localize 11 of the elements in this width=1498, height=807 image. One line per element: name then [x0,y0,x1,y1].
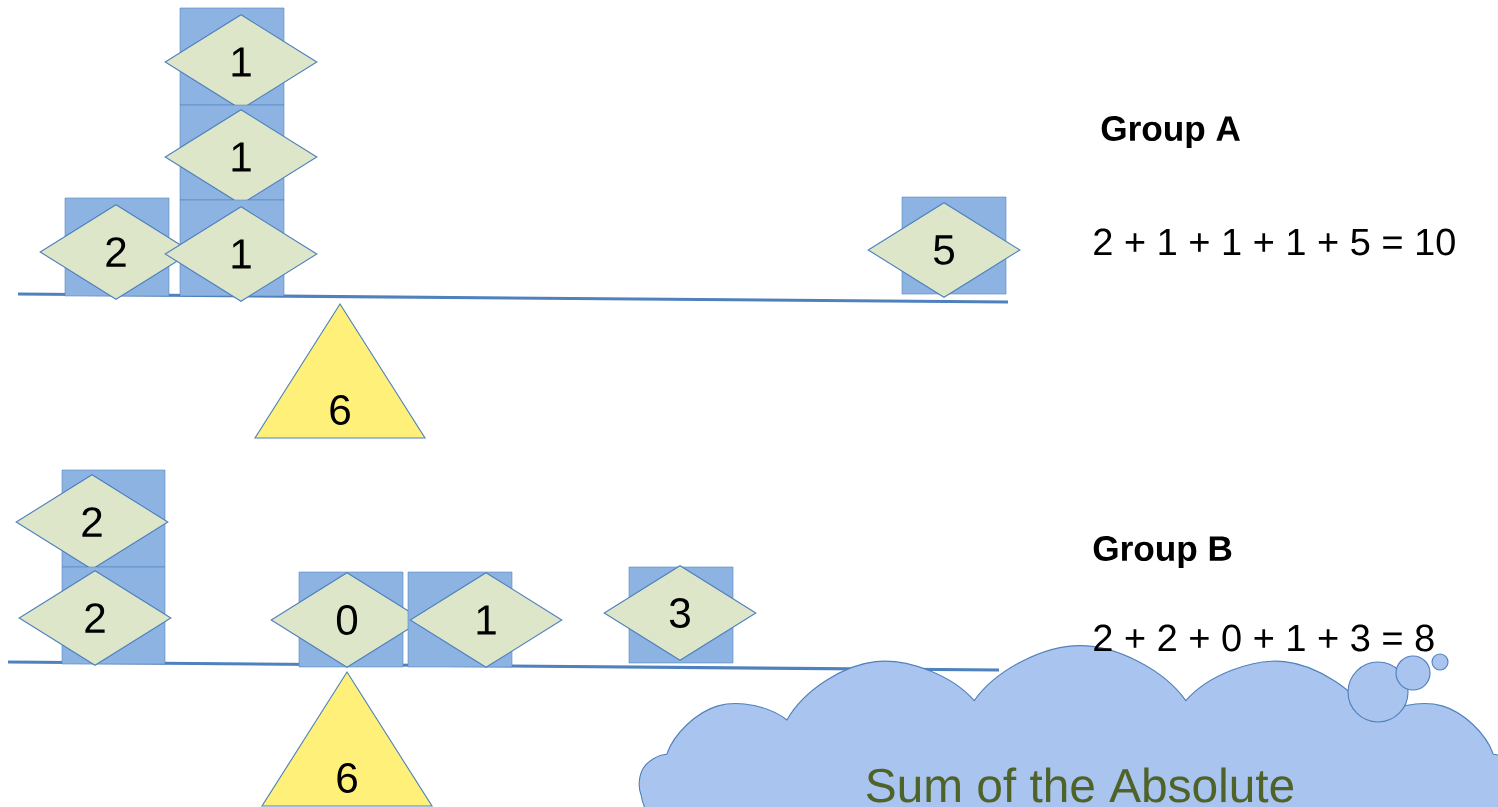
weight-block: 1 [164,104,318,205]
group-heading: Group A [1101,116,1240,148]
group-heading: Group B [1093,536,1232,568]
sum-equation: 2 + 1 + 1 + 1 + 5 = 10 [1094,228,1455,256]
weight-block: 1 [407,571,563,668]
weight-block: 2 [18,566,172,666]
weight-block: 1 [164,199,318,302]
weight-block: 5 [867,196,1021,298]
weight-block: 3 [603,565,757,664]
weight-block: 1 [164,7,318,110]
weight-block: 2 [15,469,169,570]
